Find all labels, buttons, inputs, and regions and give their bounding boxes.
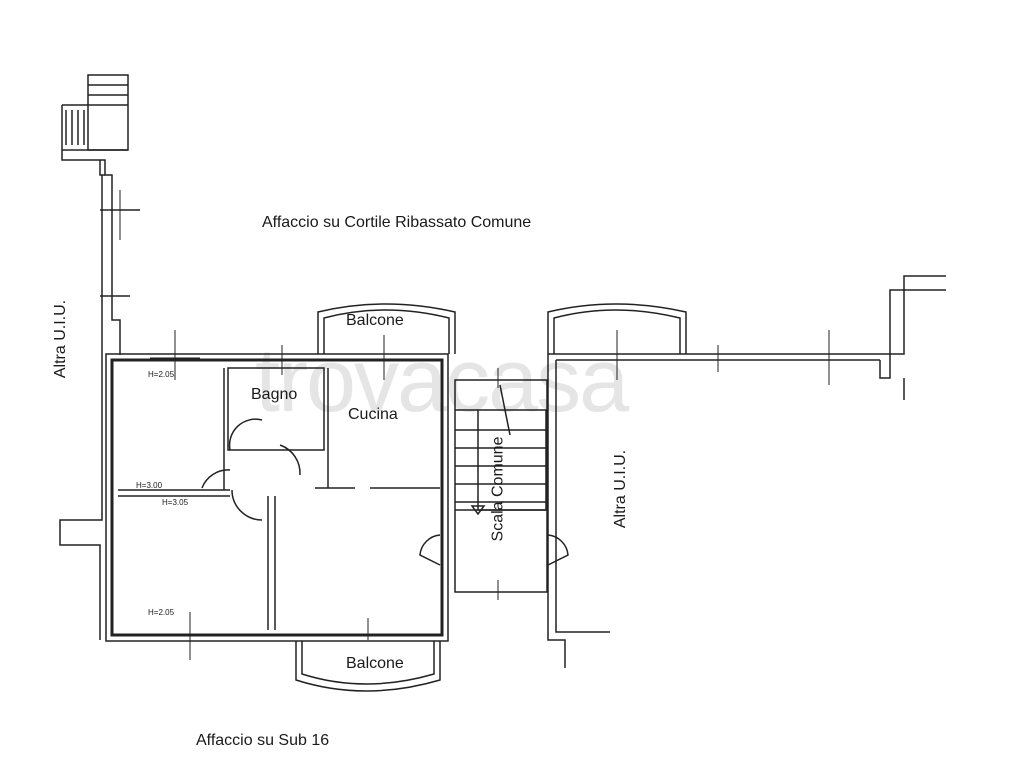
height-label-1: H=2.05 (148, 370, 175, 379)
common-stair (454, 379, 548, 593)
room-bagno: Bagno (251, 386, 298, 403)
height-label-2: H=3.00 (136, 481, 163, 490)
left-outer-wall (59, 150, 140, 640)
top-left-stair (61, 74, 129, 151)
room-balcone-bottom: Balcone (346, 655, 404, 672)
bottom-balcony (295, 641, 441, 692)
top-balcony (317, 303, 456, 354)
neighbor-right: Altra U.I.U. (612, 449, 630, 529)
room-scala-comune: Scala Comune (489, 436, 507, 542)
room-cucina: Cucina (348, 406, 398, 423)
right-unit-walls (547, 275, 946, 668)
heading-bottom: Affaccio su Sub 16 (196, 732, 330, 749)
height-label-4: H=2.05 (148, 608, 175, 617)
window-marks (119, 190, 830, 660)
apartment-walls (105, 353, 449, 642)
neighbor-left: Altra U.I.U. (52, 299, 70, 379)
room-balcone-top: Balcone (346, 312, 404, 329)
height-label-3: H=3.05 (162, 498, 189, 507)
heading-top: Affaccio su Cortile Ribassato Comune (262, 214, 532, 231)
